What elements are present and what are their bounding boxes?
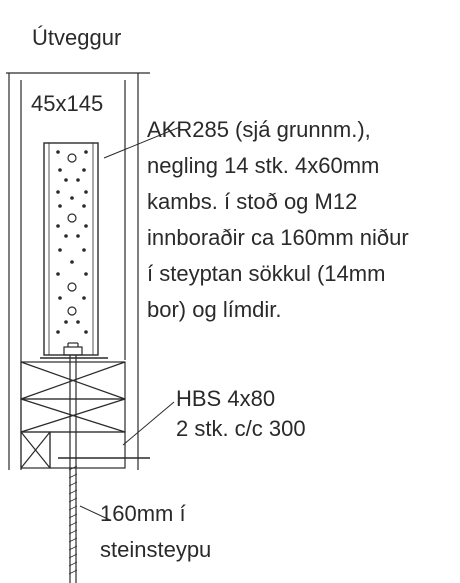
anchor-note: 160mm í steinsteypu [100,496,211,568]
bracket-note-line: negling 14 stk. 4x60mm [147,153,380,178]
bolt-head [63,342,83,356]
bracket-note-line: innboraðir ca 160mm niður [147,225,409,250]
bracket-note-line: í steyptan sökkul (14mm [147,261,386,286]
sill-plate-upper [20,361,126,400]
screw-note: HBS 4x80 2 stk. c/c 300 [176,384,306,444]
angle-bracket [43,142,99,356]
bottom-block-right [49,431,126,469]
anchor-leader [79,505,111,521]
sill-plate-lower [20,398,126,433]
bracket-note-line: bor) og límdir. [147,297,282,322]
stud-size-label: 45x145 [31,91,104,116]
title-label: Útveggur [32,25,122,50]
bracket-note: AKR285 (sjá grunnm.), negling 14 stk. 4x… [147,112,409,328]
bracket-note-line: AKR285 (sjá grunnm.), [147,117,371,142]
anchor-note-line: 160mm í [100,501,186,526]
threaded-rod [69,355,77,583]
anchor-note-line: steinsteypu [100,537,212,562]
nail-holes [56,150,88,334]
screw-note-line: 2 stk. c/c 300 [176,416,306,441]
bracket-leader [103,126,181,159]
bracket-note-line: kambs. í stoð og M12 [147,189,358,214]
screw-note-line: HBS 4x80 [176,386,276,411]
screw-leader [122,401,175,446]
rod-threads [68,465,78,575]
bottom-block-left [20,431,51,469]
